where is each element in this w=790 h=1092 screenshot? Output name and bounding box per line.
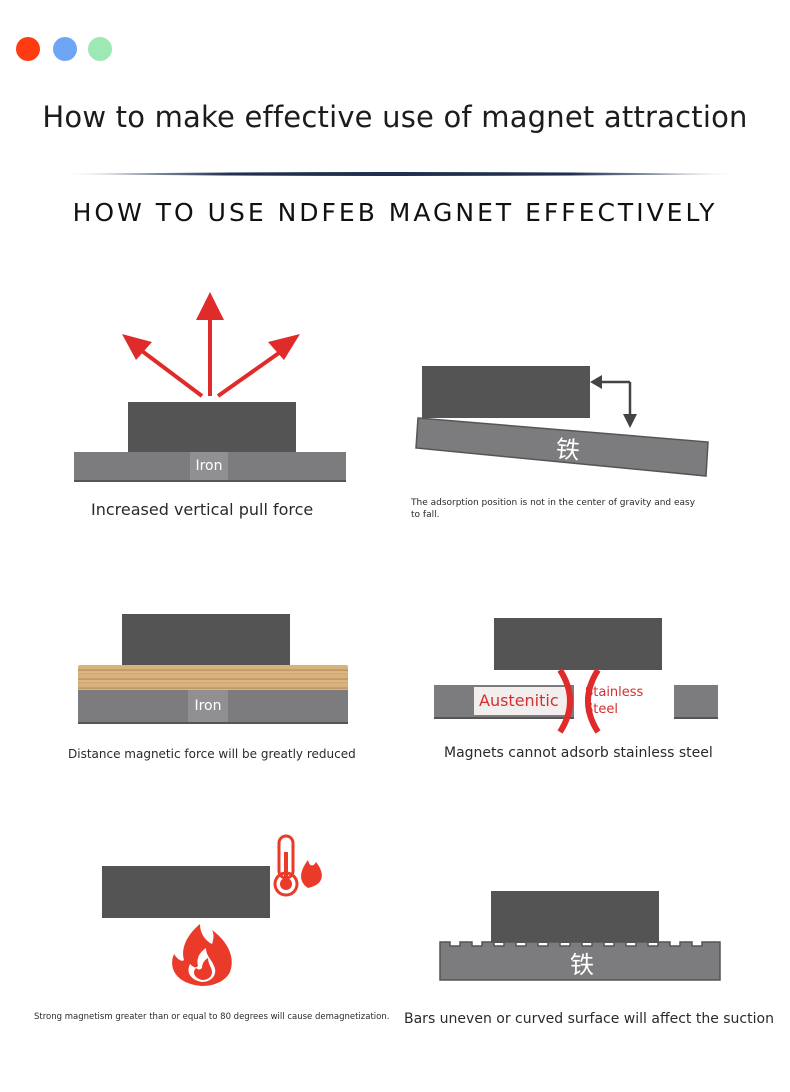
stainless-label-2: Steel: [585, 702, 618, 717]
blue-dot-icon: [53, 37, 77, 61]
caption-tilted-1: The adsorption position is not in the ce…: [411, 498, 696, 508]
wood-spacer: [78, 665, 348, 691]
caption-stainless: Magnets cannot adsorb stainless steel: [444, 745, 713, 761]
plate-label: 铁: [554, 434, 581, 465]
magnet-block: [494, 618, 662, 670]
pull-arrows-icon: [122, 292, 300, 398]
cross-mark-icon: [557, 668, 601, 734]
steel-plate-right: [674, 685, 718, 719]
magnet-block: [122, 614, 290, 666]
caption-vertical: Increased vertical pull force: [91, 500, 314, 519]
plate-label: Iron: [188, 690, 228, 722]
austenitic-label: Austenitic: [479, 691, 559, 710]
green-dot-icon: [88, 37, 112, 61]
fire-icon: [172, 924, 232, 986]
plate-label: 铁: [570, 951, 594, 979]
red-dot-icon: [16, 37, 40, 61]
caption-uneven: Bars uneven or curved surface will affec…: [404, 1011, 774, 1027]
magnet-block: [422, 366, 590, 418]
thermometer-flame-icon: [273, 834, 322, 897]
stainless-label-1: Stainless: [585, 685, 644, 700]
caption-distance: Distance magnetic force will be greatly …: [68, 747, 356, 761]
offset-arrow-icon: [590, 375, 637, 428]
section-heading: HOW TO USE NDFEB MAGNET EFFECTIVELY: [72, 198, 718, 227]
caption-tilted-2: to fall.: [411, 510, 440, 520]
magnet-block: [491, 891, 659, 943]
title-divider: [60, 172, 740, 176]
tilted-iron-plate: [415, 417, 709, 477]
magnet-block: [102, 866, 270, 918]
plate-label: Iron: [190, 452, 228, 480]
caption-heat: Strong magnetism greater than or equal t…: [34, 1012, 390, 1022]
magnet-block: [128, 402, 296, 454]
austenitic-label-box: [474, 687, 570, 715]
page-title: How to make effective use of magnet attr…: [42, 100, 748, 134]
uneven-iron-plate: [439, 941, 721, 981]
